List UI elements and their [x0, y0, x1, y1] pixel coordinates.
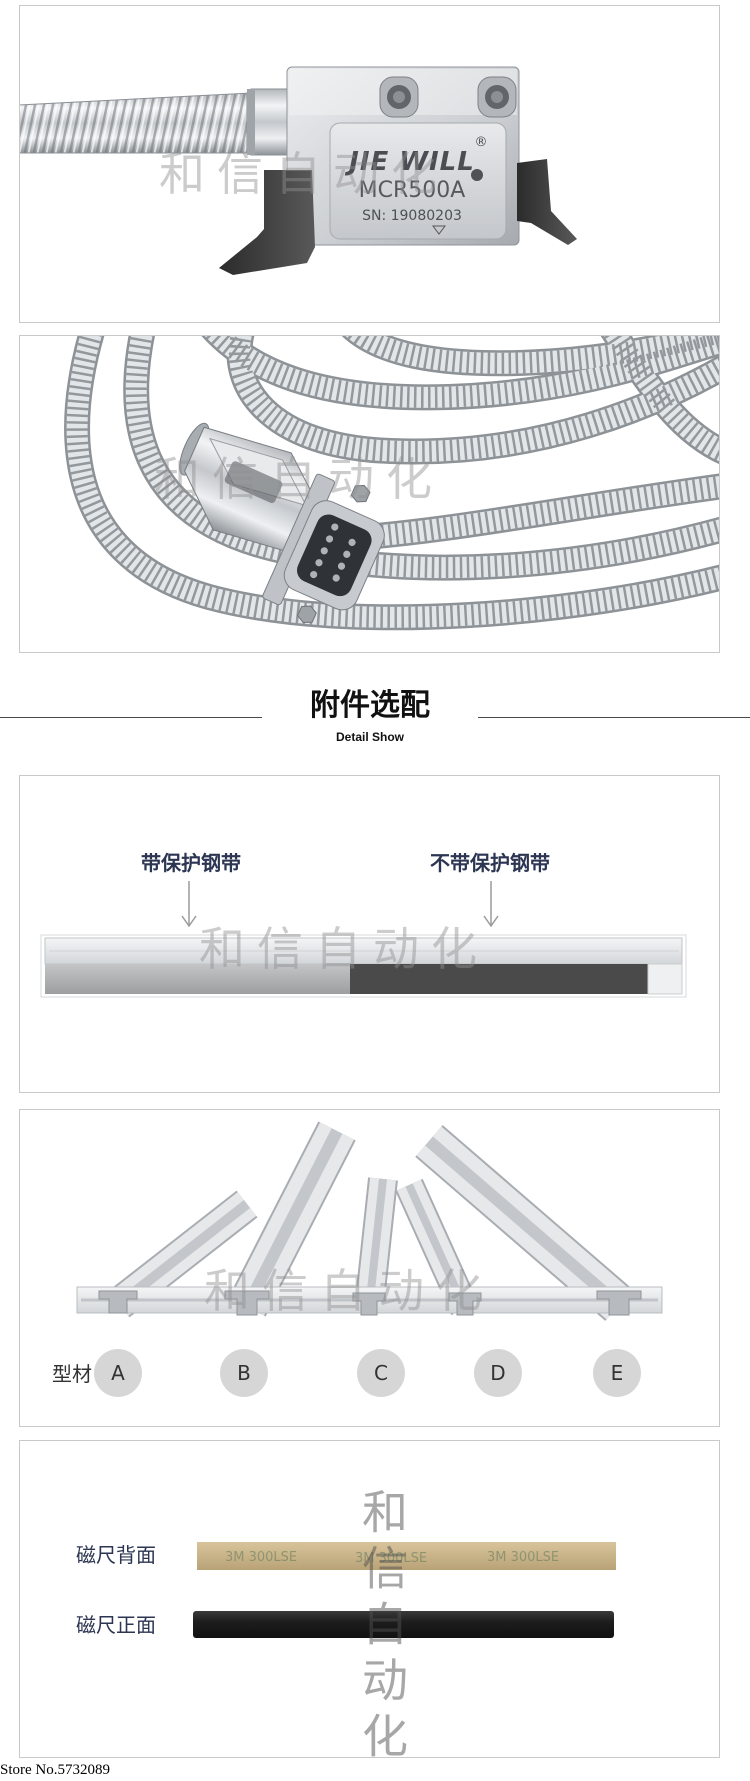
scale-front-strip — [193, 1611, 614, 1638]
magnetic-scale-illustration: 磁尺背面 磁尺正面 3M 300LSE 3M 300LSE 3M 300LSE — [19, 1440, 720, 1758]
profile-badge-b: B — [220, 1349, 268, 1397]
profile-end-faces — [98, 1290, 642, 1316]
hose-collar-ring — [247, 89, 255, 155]
panel-border — [19, 775, 720, 1093]
sensor-foot-right — [517, 159, 577, 245]
profiles-illustration: 和信自动化 型材 A B C D E — [19, 1109, 720, 1427]
connector-hood-insert — [224, 461, 283, 504]
cable-connector-illustration: 和信自动化 — [19, 335, 720, 653]
steel-band-illustration: 带保护钢带 不带保护钢带 和信自动化 — [19, 775, 720, 1093]
profile-badge-letter: A — [111, 1361, 125, 1385]
adjust-hole — [471, 169, 483, 181]
without-steel-band-label: 不带保护钢带 — [430, 851, 550, 875]
section-subtitle: Detail Show — [335, 730, 404, 744]
label-plate — [329, 122, 507, 240]
sensor-head-illustration: JIE WILL ® MCR500A SN: 19080203 和信自动化 — [19, 5, 720, 323]
watermark: 和信自动化 — [159, 147, 449, 201]
serial-number: SN: 19080203 — [362, 208, 462, 224]
screw-post-bottom — [297, 605, 317, 623]
brand-logo: JIE WILL — [344, 147, 475, 177]
connector-pins — [310, 523, 356, 582]
screw-post-top — [350, 484, 371, 503]
model-number: MCR500A — [359, 178, 466, 203]
scale-back-label: 磁尺背面 — [76, 1543, 156, 1567]
magnetic-strip-section — [350, 964, 648, 994]
mounting-hole-right — [477, 76, 517, 118]
sensor-foot-left — [219, 170, 315, 275]
profiles-photo: 和信自动化 型材 A B C D E — [19, 1109, 720, 1427]
channel-end — [647, 963, 683, 995]
magnetic-scale-photo: 磁尺背面 磁尺正面 3M 300LSE 3M 300LSE 3M 300LSE — [19, 1440, 720, 1758]
photo-background — [19, 1440, 720, 1758]
scale-front-label: 磁尺正面 — [76, 1613, 156, 1637]
tape-print: 3M 300LSE — [225, 1550, 297, 1565]
heading-rule-left — [0, 717, 262, 718]
watermark: 和信自动化 — [204, 1264, 494, 1318]
cable-connector-photo: 和信自动化 — [19, 335, 720, 653]
watermark: 和信自动化 — [199, 922, 489, 976]
panel-border — [19, 1109, 720, 1427]
panel-border — [19, 1440, 720, 1758]
watermark: 和信自动化 — [154, 452, 444, 506]
panel-border — [19, 335, 720, 653]
triangle-mark-icon — [432, 225, 446, 235]
profile-badge-c: C — [357, 1349, 405, 1397]
with-steel-band-label: 带保护钢带 — [141, 851, 241, 875]
channel-outline — [40, 934, 687, 998]
steel-band-photo: 带保护钢带 不带保护钢带 和信自动化 — [19, 775, 720, 1093]
profile-rail-e — [415, 1125, 633, 1321]
panel-border — [19, 5, 720, 323]
scale-back-tape — [197, 1542, 616, 1570]
arrow-down-icon — [181, 881, 197, 928]
tape-print: 3M 300LSE — [487, 1550, 559, 1565]
metal-hose-ribs — [19, 93, 251, 153]
profile-rail-b — [228, 1121, 356, 1317]
profile-badge-letter: E — [611, 1361, 624, 1385]
profiles-label: 型材 — [52, 1362, 92, 1386]
sensor-head-photo: JIE WILL ® MCR500A SN: 19080203 和信自动化 — [19, 5, 720, 323]
profile-badge-d: D — [474, 1349, 522, 1397]
steel-band-section — [45, 964, 350, 994]
registered-mark: ® — [475, 135, 488, 150]
profile-badge-a: A — [94, 1349, 142, 1397]
profile-badge-letter: B — [237, 1361, 251, 1385]
heading-rule-right — [478, 717, 750, 718]
photo-background — [19, 775, 720, 1093]
section-title: 附件选配 — [310, 688, 430, 723]
profile-badge-letter: D — [490, 1361, 505, 1385]
mounting-hole-left — [379, 76, 419, 118]
profile-badge-e: E — [593, 1349, 641, 1397]
store-number: Store No.5732089 — [0, 1762, 110, 1778]
vertical-watermark: 和信自动化 — [355, 1488, 409, 1768]
profile-badge-letter: C — [374, 1361, 388, 1385]
arrow-down-icon — [483, 881, 499, 928]
tape-print: 3M 300LSE — [355, 1551, 427, 1566]
db9-connector — [179, 422, 385, 623]
